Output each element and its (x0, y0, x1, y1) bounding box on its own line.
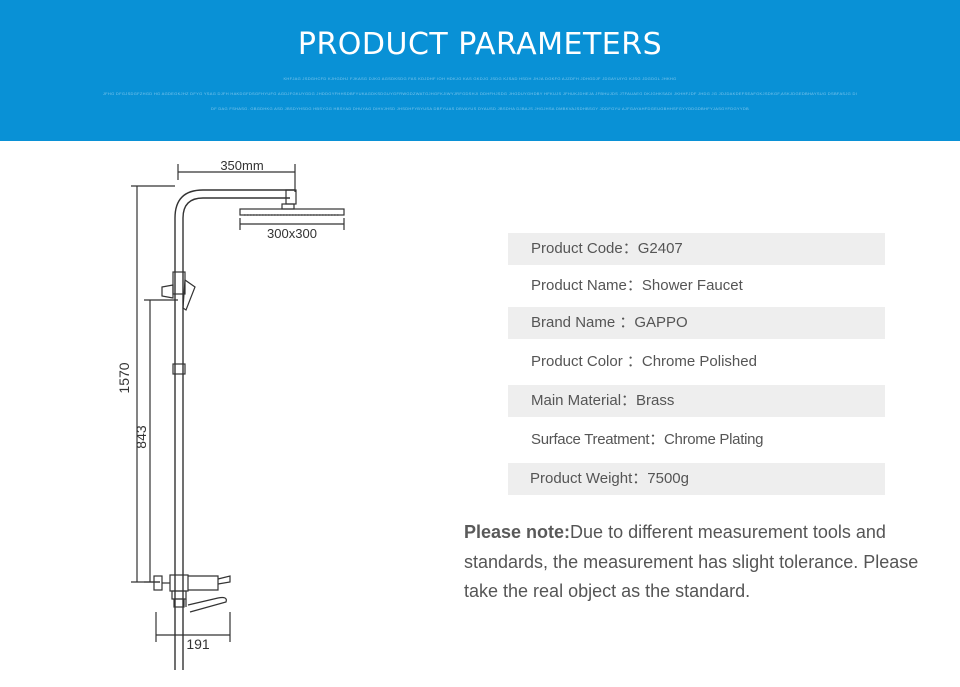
header-banner: PRODUCT PARAMETERS KHFJAG JSDGHCFD KJHGD… (0, 0, 960, 141)
param-label: Product Weight： (530, 470, 648, 487)
riser-pipe (174, 189, 295, 670)
rain-shower-head (239, 208, 345, 216)
param-value: GAPPO (634, 314, 688, 331)
param-value: Chrome Polished (641, 353, 757, 370)
param-value: Shower Faucet (641, 277, 743, 294)
param-row-product-weight: Product Weight：7500g (508, 463, 885, 495)
param-value: G2407 (637, 240, 683, 257)
param-row-product-code: Product Code：G2407 (508, 233, 885, 265)
measurement-note: Please note:Due to different measurement… (464, 518, 934, 607)
mixer-valve (153, 574, 231, 613)
param-value: 7500g (647, 470, 689, 487)
param-value: Chrome Plating (664, 431, 764, 448)
dim-label-base-width: 191 (186, 636, 210, 652)
param-row-product-name: Product Name：Shower Faucet (508, 270, 885, 302)
note-text: Due to different measurement tools and s… (464, 522, 919, 601)
param-label: Product Name： (531, 277, 642, 294)
banner-fine-text-2: JFHG DFGJSDGFZHGD HG AGDEGKJHZ DFYG YSAG… (102, 91, 858, 96)
banner-fine-text-3: DF DAG FSHASG. GBGDHKG ASD JBSDYHSDG HBS… (211, 106, 749, 111)
handshower-holder (161, 271, 196, 375)
shower-technical-drawing: 350mm 300x300 1570 843 191 (116, 158, 345, 670)
param-row-surface-treatment: Surface Treatment：Chrome Plating (508, 424, 885, 456)
banner-fine-text-1: KHFJAG JSDGHCFD KJHGDHJ FJKASG DJKG AGSD… (283, 76, 677, 81)
param-value: Brass (636, 392, 675, 409)
param-label: Product Color ： (531, 353, 642, 370)
param-row-main-material: Main Material：Brass (508, 385, 885, 417)
param-label: Surface Treatment： (531, 431, 664, 448)
parameter-list: Product Code：G2407 Product Name：Shower F… (508, 233, 885, 495)
param-row-product-color: Product Color ：Chrome Polished (508, 346, 885, 378)
param-row-brand-name: Brand Name ：GAPPO (508, 307, 885, 339)
dim-label-total-height: 1570 (116, 362, 132, 393)
param-label: Main Material： (531, 392, 637, 409)
dim-label-head-width: 350mm (220, 158, 263, 173)
param-label: Product Code： (531, 240, 638, 257)
note-label: Please note: (464, 522, 571, 542)
page-title: PRODUCT PARAMETERS (297, 27, 663, 62)
dim-label-mixer-height: 843 (133, 425, 149, 449)
param-label: Brand Name ： (531, 314, 635, 331)
dim-label-head-size: 300x300 (267, 226, 317, 241)
